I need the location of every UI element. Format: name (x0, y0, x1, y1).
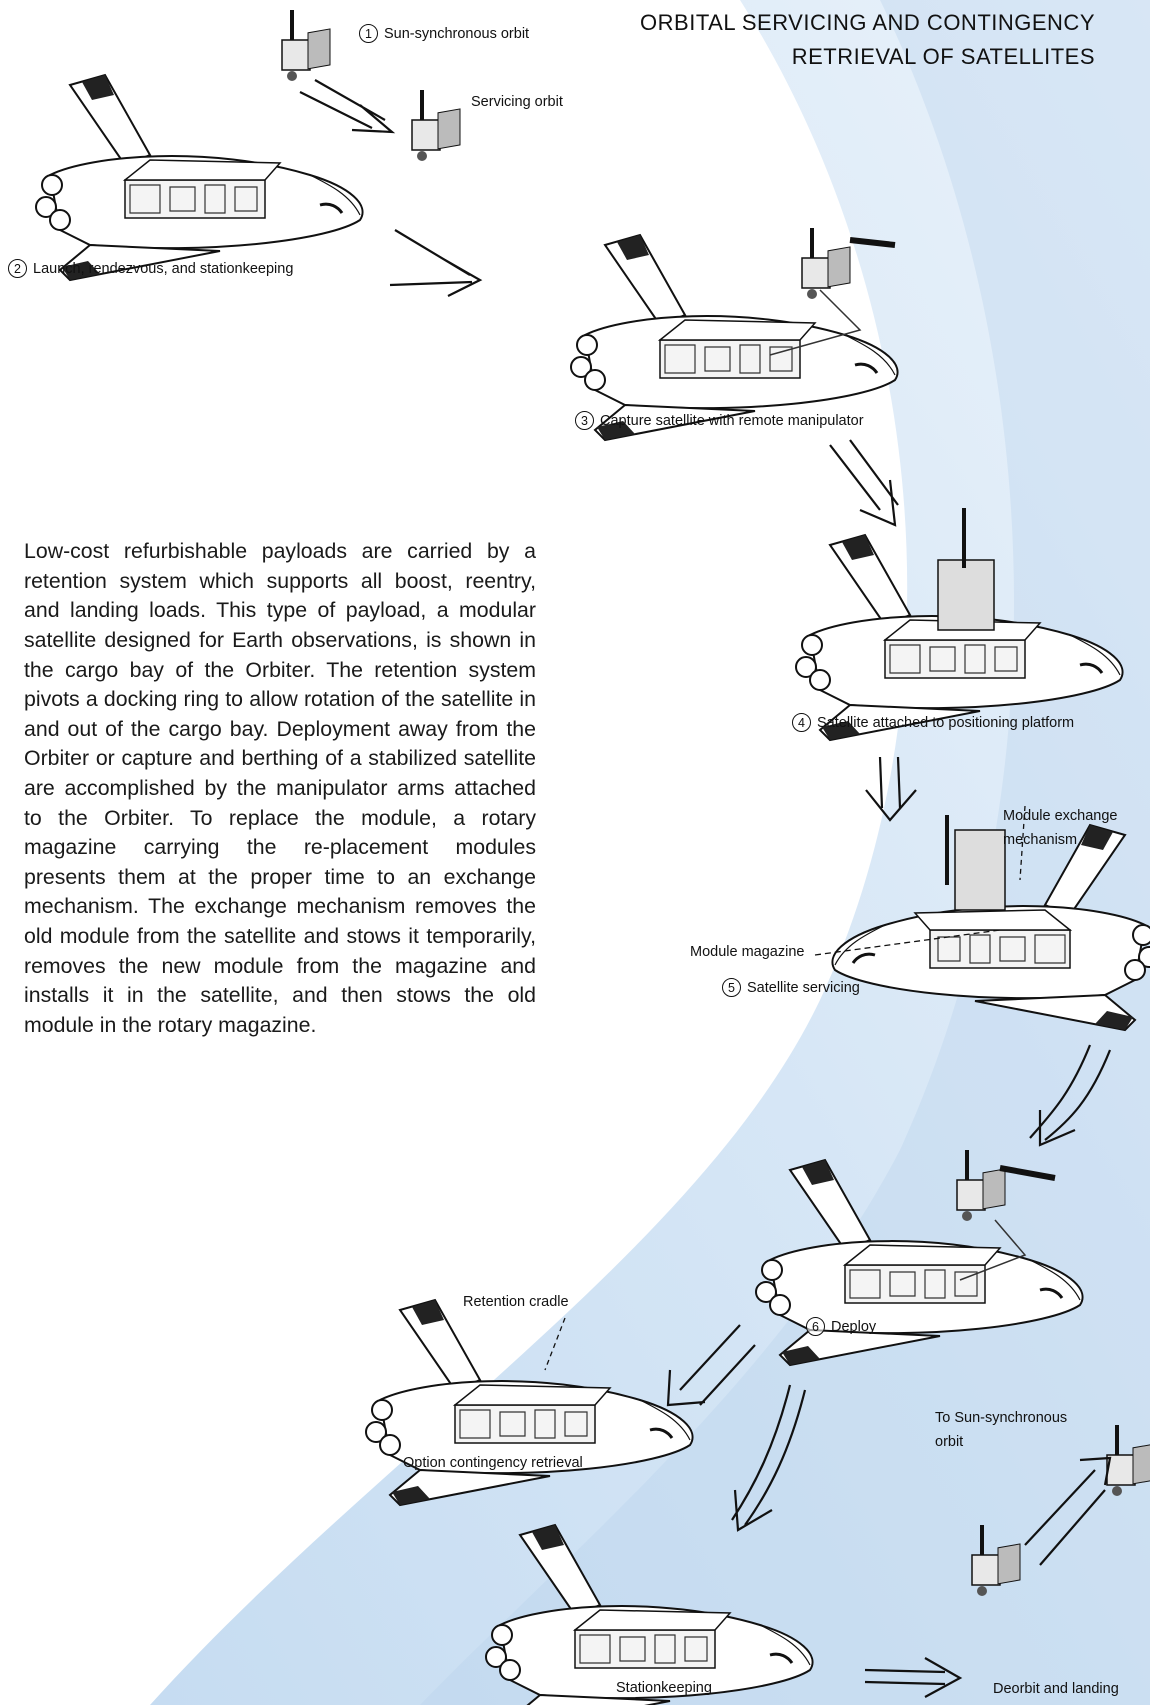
satellite-icon (957, 1150, 1005, 1221)
module-exchange-label-line-2: mechanism (1003, 832, 1077, 848)
step-text: Sun-synchronous orbit (384, 26, 529, 42)
title-line-2: RETRIEVAL OF SATELLITES (640, 40, 1095, 74)
servicing-orbit-label: Servicing orbit (471, 94, 563, 110)
step-3-label: 3 Capture satellite with remote manipula… (575, 411, 864, 430)
space-shuttle-icon (36, 75, 363, 280)
satellite-icon (412, 90, 460, 161)
step-number: 6 (806, 1317, 825, 1336)
step-number: 5 (722, 978, 741, 997)
step-number: 1 (359, 24, 378, 43)
space-shuttle-icon (486, 1525, 813, 1705)
to-sun-sync-label-line-1: To Sun-synchronous (935, 1410, 1067, 1426)
option-contingency-label: Option contingency retrieval (403, 1455, 583, 1471)
step-text: Capture satellite with remote manipulato… (600, 413, 864, 429)
satellite-icon (282, 10, 330, 81)
retention-cradle-label: Retention cradle (463, 1294, 569, 1310)
title-line-1: ORBITAL SERVICING AND CONTINGENCY (640, 6, 1095, 40)
step-text: Satellite attached to positioning platfo… (817, 715, 1074, 731)
space-shuttle-icon (366, 1300, 693, 1505)
step-text: Launch, rendezvous, and stationkeeping (33, 261, 293, 277)
satellite-icon (802, 228, 850, 299)
step-1-label: 1 Sun-synchronous orbit (359, 24, 529, 43)
step-text: Satellite servicing (747, 980, 860, 996)
step-number: 2 (8, 259, 27, 278)
step-5-label: 5 Satellite servicing (722, 978, 860, 997)
step-6-label: 6 Deploy (806, 1317, 876, 1336)
deorbit-label: Deorbit and landing (993, 1681, 1119, 1697)
page-title: ORBITAL SERVICING AND CONTINGENCY RETRIE… (640, 6, 1095, 74)
step-4-label: 4 Satellite attached to positioning plat… (792, 713, 1074, 732)
stationkeeping-label: Stationkeeping (616, 1680, 712, 1696)
step-2-label: 2 Launch, rendezvous, and stationkeeping (8, 259, 293, 278)
step-text: Deploy (831, 1319, 876, 1335)
satellite-icon (972, 1525, 1020, 1596)
satellite-icon (1107, 1425, 1150, 1496)
module-magazine-label: Module magazine (690, 944, 804, 960)
space-shuttle-icon (756, 1160, 1083, 1365)
step-number: 3 (575, 411, 594, 430)
to-sun-sync-label-line-2: orbit (935, 1434, 963, 1450)
module-exchange-label-line-1: Module exchange (1003, 808, 1117, 824)
step-number: 4 (792, 713, 811, 732)
description-paragraph: Low-cost refurbishable payloads are carr… (24, 537, 536, 1040)
